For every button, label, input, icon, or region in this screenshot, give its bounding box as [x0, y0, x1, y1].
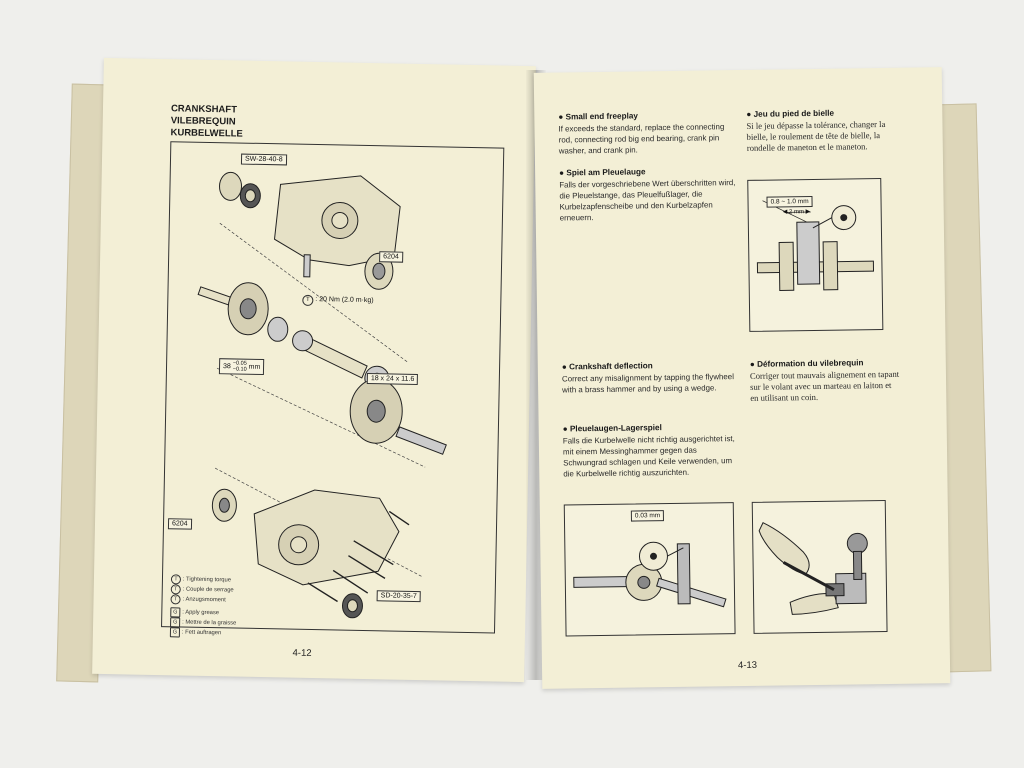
hammer-photo: [751, 500, 888, 634]
body-small-end-fr: Si le jeu dépasse la tolérance, changer …: [746, 118, 886, 153]
crankshaft-gauge-illustration: [573, 541, 727, 608]
dial-gauge-illustration: [756, 200, 875, 291]
legend-text: : Anzugsmoment: [182, 596, 226, 604]
heading-small-end-de: ● Spiel am Pleuelauge: [559, 167, 646, 178]
deflection-en: ● Crankshaft deflection Correct any misa…: [562, 360, 740, 395]
label-seal-bottom: SD-20-35-7: [376, 590, 421, 603]
torque-value: : 20 Nm (2.0 m·kg): [315, 296, 374, 305]
body-deflection-en: Correct any misalignment by tapping the …: [561, 372, 734, 395]
grease-symbol: G: [170, 607, 181, 618]
crankshaft-illustration: [197, 171, 447, 619]
page-title: CRANKSHAFT VILEBREQUIN KURBELWELLE: [170, 103, 243, 140]
legend-torque-de: T: Anzugsmoment: [170, 594, 236, 605]
small-end-fr: ● Jeu du pied de bielle Si le jeu dépass…: [746, 108, 897, 154]
deflection-gauge-photo: 0.03 mm: [563, 502, 736, 637]
grease-symbol: G: [169, 627, 181, 638]
dim-lower: −0.10: [232, 366, 247, 373]
torque-icon: T: [302, 294, 314, 306]
grease-symbol: G: [170, 617, 181, 628]
heading-text: Jeu du pied de bielle: [753, 108, 835, 119]
small-end-de: ● Spiel am Pleuelauge Falls der vorgesch…: [559, 166, 738, 223]
heading-small-end-en: ● Small end freeplay: [558, 111, 638, 122]
heading-text: Déformation du vilebrequin: [756, 358, 864, 369]
title-de: KURBELWELLE: [170, 127, 243, 140]
legend-text: : Couple de serrage: [182, 586, 234, 594]
heading-text: Spiel am Pleuelauge: [566, 167, 646, 178]
legend-text: : Mettre de la graisse: [182, 619, 237, 627]
right-page: ● Small end freeplay If exceeds the stan…: [533, 67, 951, 689]
small-end-en: ● Small end freeplay If exceeds the stan…: [558, 110, 737, 156]
legend-text: : Fett auftragen: [181, 629, 222, 637]
body-deflection-fr: Corriger tout mauvais alignement en tapa…: [749, 368, 900, 403]
dim-unit: mm: [248, 363, 261, 371]
freeplay-figure: 0.8 ~ 1.0 mm ◀ 2 mm ▶: [747, 178, 884, 332]
heading-deflection-en: ● Crankshaft deflection: [561, 361, 653, 372]
dim-main: 38: [222, 363, 231, 371]
left-page: CRANKSHAFT VILEBREQUIN KURBELWELLE: [92, 57, 536, 683]
label-journal-diameter: 38 −0.05 −0.10 mm: [218, 358, 265, 376]
label-freeplay-range: 0.8 ~ 1.0 mm: [766, 195, 813, 208]
exploded-diagram: SW-28-40-8 6204 T : 20 Nm (2.0 m·kg) 38 …: [161, 141, 505, 638]
body-small-end-en: If exceeds the standard, replace the con…: [558, 122, 725, 156]
legend-text: : Tightening torque: [182, 576, 232, 584]
label-seal-top: SW-28-40-8: [240, 153, 287, 166]
heading-text: Pleuelaugen-Lagerspiel: [569, 423, 662, 434]
label-needle-bearing: 18 x 24 x 11.6: [366, 373, 419, 386]
legend-grease-de: G: Fett auftragen: [169, 627, 236, 638]
dim-tolerance: −0.05 −0.10: [233, 360, 247, 372]
label-freeplay-width: ◀ 2 mm ▶: [782, 209, 811, 216]
torque-symbol: T: [170, 584, 181, 595]
deflection-fr: ● Déformation du vilebrequin Corriger to…: [750, 358, 901, 404]
heading-text: Small end freeplay: [565, 111, 638, 122]
label-bearing-bottom: 6204: [167, 518, 192, 530]
torque-symbol: T: [170, 574, 182, 585]
diagram-legend: T: Tightening torque T: Couple de serrag…: [169, 574, 237, 638]
label-dial-value: 0.03 mm: [630, 510, 665, 522]
label-torque: T : 20 Nm (2.0 m·kg): [302, 294, 374, 307]
page-number-left: 4-12: [292, 647, 312, 660]
brass-hammer-illustration: [758, 522, 868, 615]
width-text: 2 mm: [788, 209, 805, 216]
heading-deflection-fr: ● Déformation du vilebrequin: [749, 358, 864, 369]
body-small-end-de: Falls der vorgeschriebene Wert überschri…: [559, 178, 736, 223]
torque-symbol: T: [170, 594, 181, 605]
label-bearing-top: 6204: [379, 251, 403, 263]
body-deflection-de: Falls die Kurbelwelle nicht richtig ausg…: [562, 434, 735, 479]
deflection-de: ● Pleuelaugen-Lagerspiel Falls die Kurbe…: [563, 422, 742, 479]
heading-text: Crankshaft deflection: [568, 361, 653, 372]
heading-small-end-fr: ● Jeu du pied de bielle: [746, 108, 835, 119]
legend-text: : Apply grease: [182, 609, 220, 617]
heading-deflection-de: ● Pleuelaugen-Lagerspiel: [562, 423, 662, 434]
page-number-right: 4-13: [737, 659, 758, 672]
